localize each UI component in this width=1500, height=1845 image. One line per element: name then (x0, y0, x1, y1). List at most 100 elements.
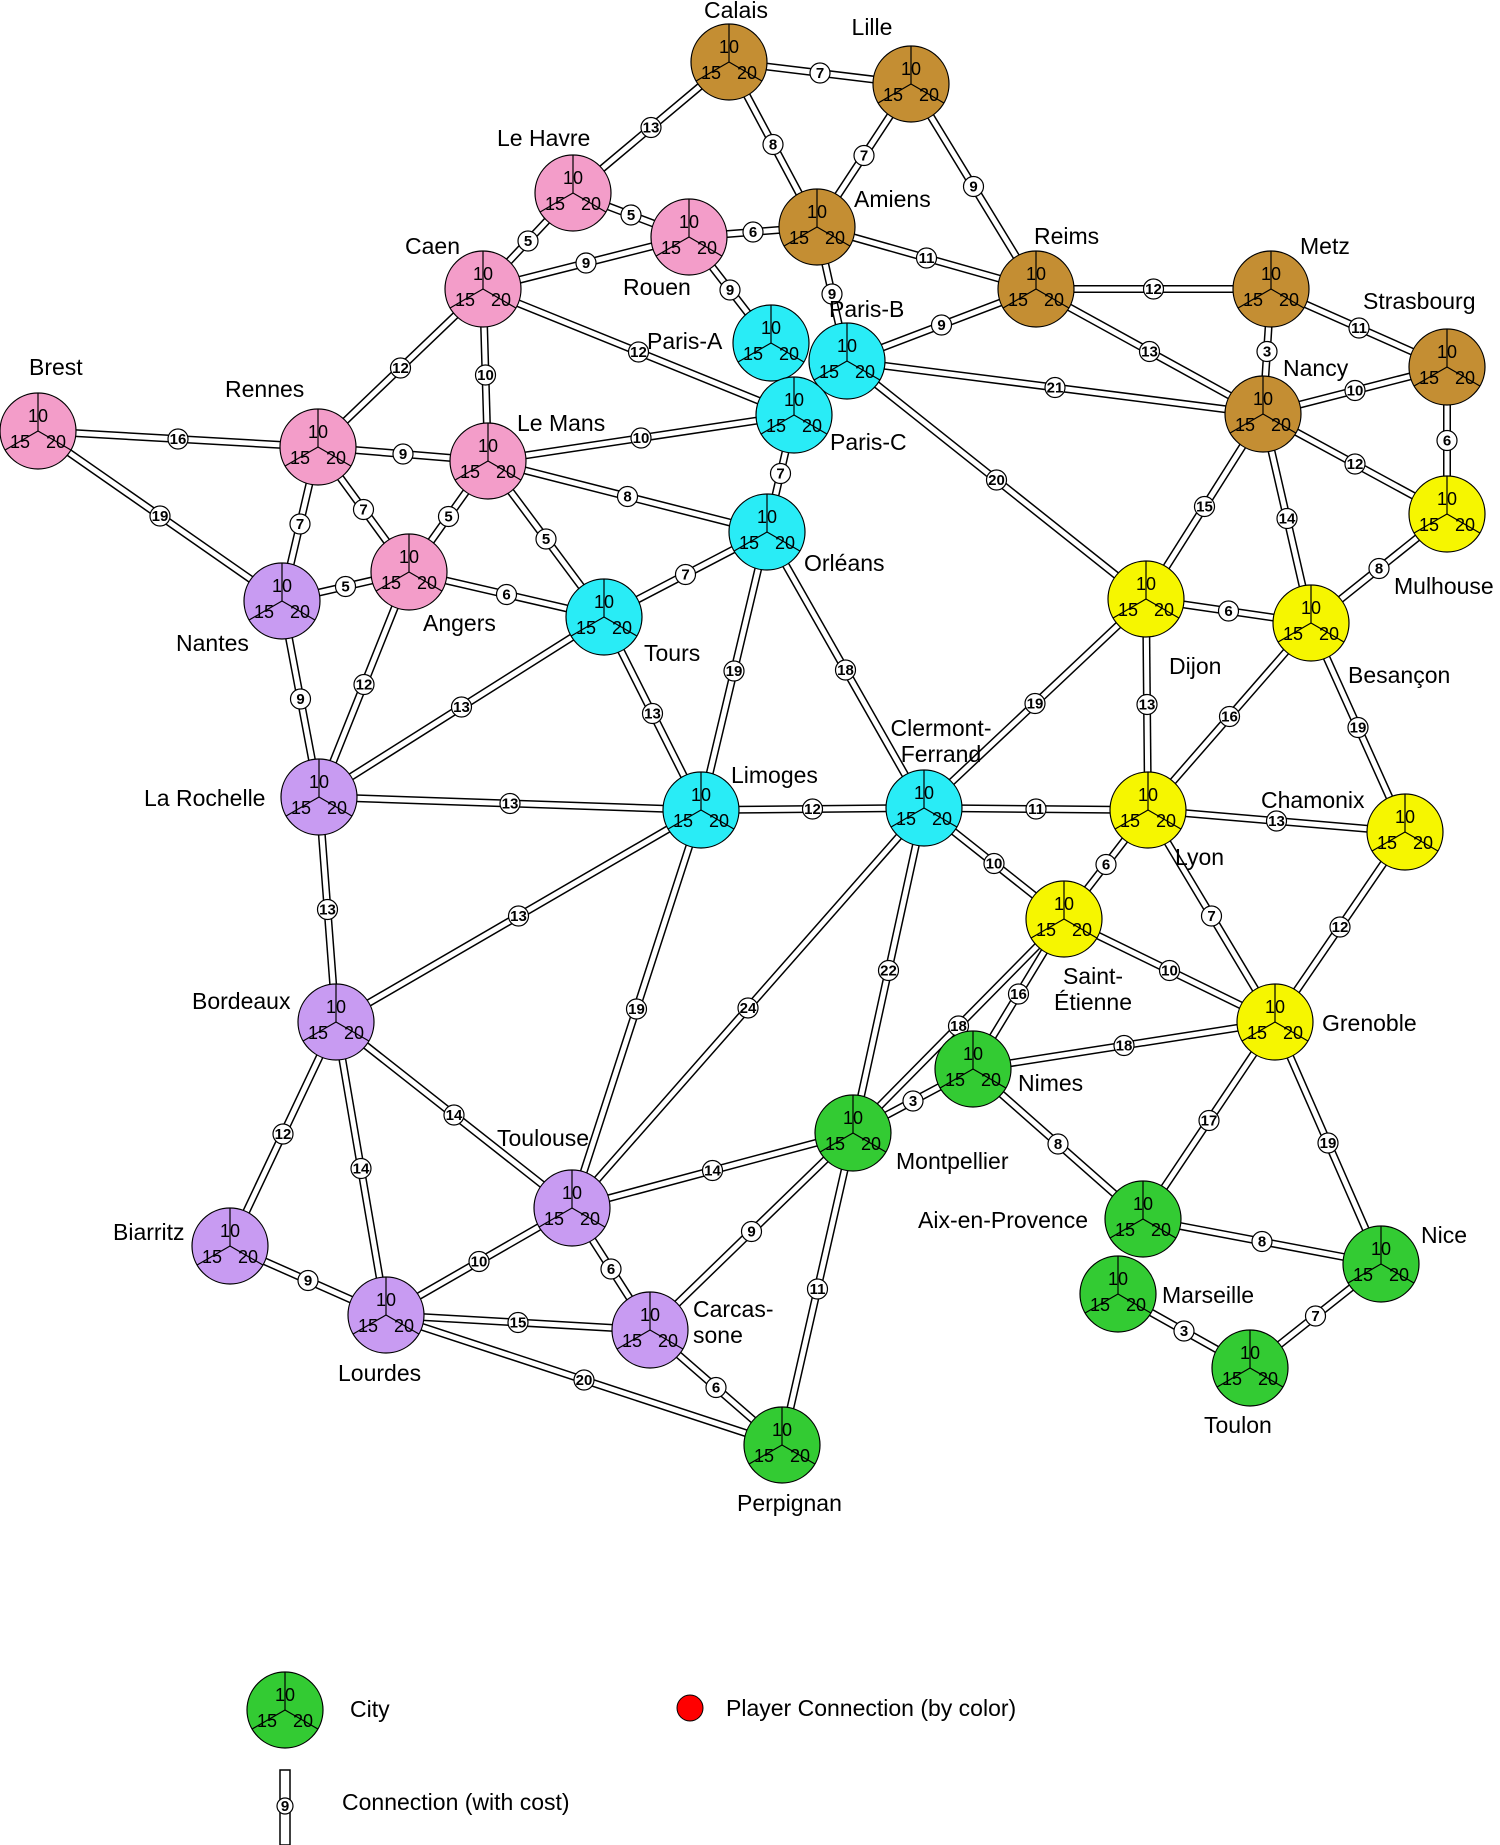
connection-montpellier-carcassone[interactable]: 9 (647, 1130, 856, 1333)
city-slot-20[interactable]: 20 (1283, 1023, 1303, 1043)
city-slot-10[interactable]: 10 (1301, 598, 1321, 618)
city-slot-20[interactable]: 20 (1154, 600, 1174, 620)
connection-limoges-toulouse[interactable]: 19 (568, 808, 705, 1210)
city-slot-15[interactable]: 15 (576, 618, 596, 638)
city-slot-20[interactable]: 20 (293, 1711, 313, 1731)
city-slot-15[interactable]: 15 (1222, 1369, 1242, 1389)
connection-bordeaux-lourdes[interactable]: 14 (332, 1021, 390, 1316)
city-slot-20[interactable]: 20 (1455, 368, 1475, 388)
connection-besancon-lyon[interactable]: 16 (1144, 620, 1315, 813)
city-slot-20[interactable]: 20 (709, 811, 729, 831)
city-slot-10[interactable]: 10 (562, 1183, 582, 1203)
city-slot-20[interactable]: 20 (491, 290, 511, 310)
city-brest[interactable]: 10 15 20 (0, 392, 77, 470)
city-slot-15[interactable]: 15 (290, 448, 310, 468)
city-slot-10[interactable]: 10 (1437, 342, 1457, 362)
connection-clermont-toulouse[interactable]: 24 (568, 805, 928, 1211)
connection-reims-metz[interactable]: 12 (1036, 278, 1271, 300)
city-slot-10[interactable]: 10 (963, 1044, 983, 1064)
connection-le-mans-orleans[interactable]: 8 (487, 457, 768, 536)
city-slot-15[interactable]: 15 (1419, 515, 1439, 535)
city-slot-15[interactable]: 15 (1115, 1220, 1135, 1240)
connection-paris-b-dijon[interactable]: 20 (844, 357, 1149, 603)
city-slot-10[interactable]: 10 (1133, 1194, 1153, 1214)
connection-lyon-chamonix[interactable]: 13 (1147, 806, 1406, 836)
city-slot-10[interactable]: 10 (399, 547, 419, 567)
city-slot-15[interactable]: 15 (754, 1446, 774, 1466)
city-slot-10[interactable]: 10 (1437, 489, 1457, 509)
city-slot-10[interactable]: 10 (1371, 1239, 1391, 1259)
connection-orleans-clermont[interactable]: 18 (763, 530, 928, 810)
city-slot-20[interactable]: 20 (1126, 1295, 1146, 1315)
city-slot-10[interactable]: 10 (563, 168, 583, 188)
city-slot-10[interactable]: 10 (772, 1420, 792, 1440)
city-slot-20[interactable]: 20 (825, 228, 845, 248)
city-slot-20[interactable]: 20 (658, 1331, 678, 1351)
city-slot-20[interactable]: 20 (1258, 1369, 1278, 1389)
city-slot-10[interactable]: 10 (478, 436, 498, 456)
city-slot-15[interactable]: 15 (1235, 415, 1255, 435)
city-paris-c[interactable]: 10 15 20 (755, 376, 833, 454)
city-slot-15[interactable]: 15 (10, 432, 30, 452)
city-slot-10[interactable]: 10 (784, 390, 804, 410)
city-slot-15[interactable]: 15 (945, 1070, 965, 1090)
city-slot-15[interactable]: 15 (766, 416, 786, 436)
connection-grenoble-nimes[interactable]: 18 (972, 1018, 1276, 1073)
connection-saint-etienne-montpellier[interactable]: 18 (850, 916, 1067, 1136)
city-slot-10[interactable]: 10 (719, 37, 739, 57)
city-slot-20[interactable]: 20 (46, 432, 66, 452)
city-slot-20[interactable]: 20 (861, 1134, 881, 1154)
city-slot-20[interactable]: 20 (612, 618, 632, 638)
connection-bordeaux-toulouse[interactable]: 14 (333, 1018, 575, 1212)
connection-le-mans-paris-c[interactable]: 10 (487, 411, 795, 465)
city-slot-20[interactable]: 20 (417, 573, 437, 593)
connection-lille-reims[interactable]: 9 (907, 81, 1040, 292)
city-slot-10[interactable]: 10 (679, 212, 699, 232)
city-perpignan[interactable]: 10 15 20 (743, 1406, 821, 1484)
city-slot-15[interactable]: 15 (291, 798, 311, 818)
city-slot-20[interactable]: 20 (394, 1316, 414, 1336)
connection-nancy-paris-b[interactable]: 21 (846, 357, 1264, 418)
connection-angers-la-rochelle[interactable]: 12 (315, 570, 413, 799)
connection-grenoble-nice[interactable]: 19 (1271, 1020, 1385, 1266)
connection-tours-la-rochelle[interactable]: 13 (316, 613, 607, 801)
city-slot-20[interactable]: 20 (1151, 1220, 1171, 1240)
connection-limoges-bordeaux[interactable]: 13 (333, 806, 704, 1026)
city-slot-15[interactable]: 15 (1419, 368, 1439, 388)
city-slot-10[interactable]: 10 (28, 406, 48, 426)
city-slot-15[interactable]: 15 (701, 63, 721, 83)
city-slot-20[interactable]: 20 (802, 416, 822, 436)
city-slot-15[interactable]: 15 (1036, 920, 1056, 940)
city-slot-20[interactable]: 20 (344, 1023, 364, 1043)
city-slot-15[interactable]: 15 (1118, 600, 1138, 620)
city-slot-10[interactable]: 10 (761, 318, 781, 338)
city-slot-20[interactable]: 20 (290, 602, 310, 622)
city-slot-20[interactable]: 20 (1279, 290, 1299, 310)
city-aix[interactable]: 10 15 20 (1104, 1180, 1182, 1258)
city-slot-20[interactable]: 20 (790, 1446, 810, 1466)
city-slot-10[interactable]: 10 (640, 1305, 660, 1325)
connection-reims-nancy[interactable]: 13 (1034, 285, 1265, 418)
city-slot-20[interactable]: 20 (327, 798, 347, 818)
connection-saint-etienne-grenoble[interactable]: 10 (1062, 915, 1277, 1026)
city-slot-10[interactable]: 10 (807, 202, 827, 222)
connection-caen-paris-c[interactable]: 12 (481, 285, 796, 419)
city-slot-20[interactable]: 20 (496, 462, 516, 482)
